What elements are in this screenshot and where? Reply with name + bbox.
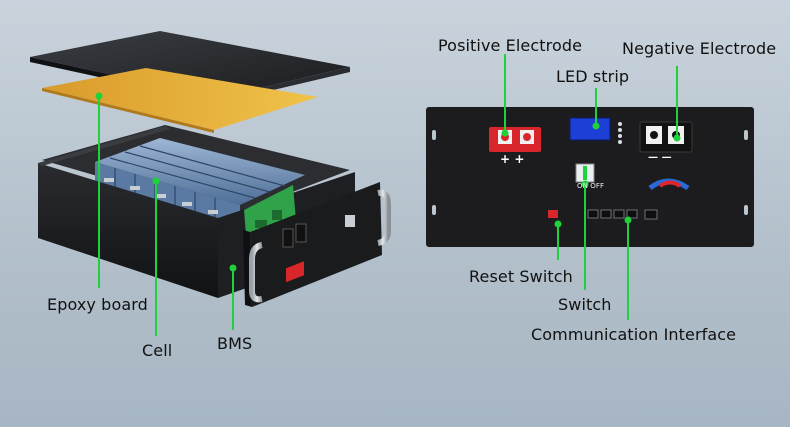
negative-terminals	[639, 121, 693, 153]
label-bms: BMS	[217, 334, 253, 353]
label-communication-interface: Communication Interface	[531, 325, 737, 344]
front-panel-exploded	[243, 182, 391, 307]
label-epoxy-board: Epoxy board	[47, 295, 148, 314]
plus-marks: + +	[500, 152, 525, 166]
status-leds	[618, 122, 622, 144]
label-switch: Switch	[558, 295, 612, 314]
positive-terminals	[489, 127, 541, 152]
front-panel	[426, 107, 754, 247]
brand-logo-icon	[648, 178, 690, 191]
leader-lines	[95, 54, 681, 336]
epoxy-board	[42, 68, 318, 133]
label-reset-switch: Reset Switch	[469, 267, 573, 286]
label-cell: Cell	[142, 341, 173, 360]
label-negative-electrode: Negative Electrode	[622, 39, 777, 58]
on-off-mark: ON OFF	[577, 182, 605, 190]
reset-switch	[548, 210, 558, 218]
label-positive-electrode: Positive Electrode	[438, 36, 583, 55]
battery-box	[38, 125, 355, 298]
minus-marks: — —	[648, 152, 672, 163]
communication-ports	[587, 209, 658, 220]
label-led-strip: LED strip	[556, 67, 630, 86]
led-screen	[569, 117, 611, 141]
